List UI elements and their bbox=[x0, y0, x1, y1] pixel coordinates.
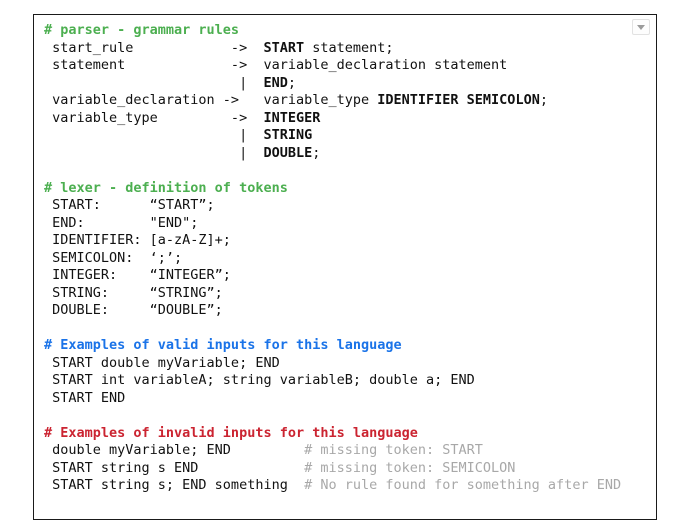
code-line: IDENTIFIER: [a-zA-Z]+; bbox=[44, 232, 650, 250]
code-text: STRING: “STRING”; bbox=[44, 284, 223, 301]
code-text: ; bbox=[539, 92, 548, 108]
token-bold: SEMICOLON bbox=[466, 92, 540, 108]
section-header: # Examples of invalid inputs for this la… bbox=[44, 424, 418, 441]
code-panel: # parser - grammar rules start_rule -> S… bbox=[33, 14, 657, 520]
section-header-line: # parser - grammar rules bbox=[44, 22, 650, 40]
code-line: START: “START”; bbox=[44, 197, 650, 215]
code-text: START: “START”; bbox=[44, 197, 215, 213]
code-text: variable_declaration -> variable_type bbox=[44, 92, 378, 108]
token-bold: START bbox=[263, 39, 305, 56]
inline-comment: # missing token: START bbox=[230, 442, 483, 458]
code-line: START string s; END something # No rule … bbox=[44, 477, 650, 495]
inline-comment: # missing token: SEMICOLON bbox=[198, 459, 516, 476]
code-line: START END bbox=[44, 390, 650, 408]
code-line: statement -> variable_declaration statem… bbox=[44, 57, 650, 75]
code-line: START int variableA; string variableB; d… bbox=[44, 372, 650, 390]
code-text: | bbox=[44, 127, 264, 143]
section-lexer: # lexer - definition of tokens START: “S… bbox=[44, 180, 650, 320]
token-bold: DOUBLE bbox=[263, 144, 313, 161]
code-text: SEMICOLON: ‘;’; bbox=[44, 249, 183, 266]
code-line: START string s END # missing token: SEMI… bbox=[44, 460, 650, 478]
code-line: START double myVariable; END bbox=[44, 355, 650, 373]
code-line: SEMICOLON: ‘;’; bbox=[44, 250, 650, 268]
code-text: variable_type -> bbox=[44, 109, 264, 126]
code-line: double myVariable; END # missing token: … bbox=[44, 442, 650, 460]
code-panel-content: # parser - grammar rules start_rule -> S… bbox=[44, 22, 650, 495]
code-text: double myVariable; END bbox=[44, 442, 231, 458]
code-text: START END bbox=[44, 389, 126, 406]
code-line: END: "END"; bbox=[44, 215, 650, 233]
code-line: DOUBLE: “DOUBLE”; bbox=[44, 302, 650, 320]
section-valid-examples: # Examples of valid inputs for this lang… bbox=[44, 337, 650, 407]
code-text: statement; bbox=[304, 39, 394, 56]
code-text: START double myVariable; END bbox=[44, 354, 280, 371]
code-text: ; bbox=[287, 74, 296, 91]
code-text: | bbox=[44, 144, 264, 161]
code-line: | STRING bbox=[44, 127, 650, 145]
code-line: start_rule -> START statement; bbox=[44, 40, 650, 58]
collapse-toggle-button[interactable] bbox=[632, 19, 650, 35]
token-bold: INTEGER bbox=[263, 109, 321, 126]
token-bold: STRING bbox=[263, 127, 313, 143]
code-text: START string s END bbox=[44, 459, 199, 476]
code-line: variable_declaration -> variable_type ID… bbox=[44, 92, 650, 110]
code-text: IDENTIFIER: [a-zA-Z]+; bbox=[44, 232, 231, 248]
code-text: start_rule -> bbox=[44, 39, 264, 56]
section-header: # parser - grammar rules bbox=[44, 22, 240, 38]
code-line: variable_type -> INTEGER bbox=[44, 110, 650, 128]
code-text: DOUBLE: “DOUBLE”; bbox=[44, 302, 223, 318]
code-line: STRING: “STRING”; bbox=[44, 285, 650, 303]
code-text: START string s; END something bbox=[44, 477, 288, 493]
code-text: START int variableA; string variableB; d… bbox=[44, 372, 475, 388]
section-parser: # parser - grammar rules start_rule -> S… bbox=[44, 22, 650, 162]
token-bold: END bbox=[263, 74, 288, 91]
code-text bbox=[459, 92, 467, 108]
section-header: # Examples of valid inputs for this lang… bbox=[44, 337, 402, 353]
code-line: | DOUBLE; bbox=[44, 145, 650, 163]
token-bold: IDENTIFIER bbox=[377, 92, 459, 108]
section-header: # lexer - definition of tokens bbox=[44, 179, 288, 196]
section-header-line: # lexer - definition of tokens bbox=[44, 180, 650, 198]
code-text: INTEGER: “INTEGER”; bbox=[44, 267, 231, 283]
code-line: INTEGER: “INTEGER”; bbox=[44, 267, 650, 285]
code-text: | bbox=[44, 74, 264, 91]
caret-down-icon bbox=[637, 24, 645, 30]
code-text: ; bbox=[312, 144, 321, 161]
inline-comment: # No rule found for something after END bbox=[287, 477, 622, 493]
section-invalid-examples: # Examples of invalid inputs for this la… bbox=[44, 425, 650, 495]
code-text: END: "END"; bbox=[44, 214, 199, 231]
code-line: | END; bbox=[44, 75, 650, 93]
section-header-line: # Examples of valid inputs for this lang… bbox=[44, 337, 650, 355]
code-text: statement -> variable_declaration statem… bbox=[44, 57, 508, 73]
section-header-line: # Examples of invalid inputs for this la… bbox=[44, 425, 650, 443]
